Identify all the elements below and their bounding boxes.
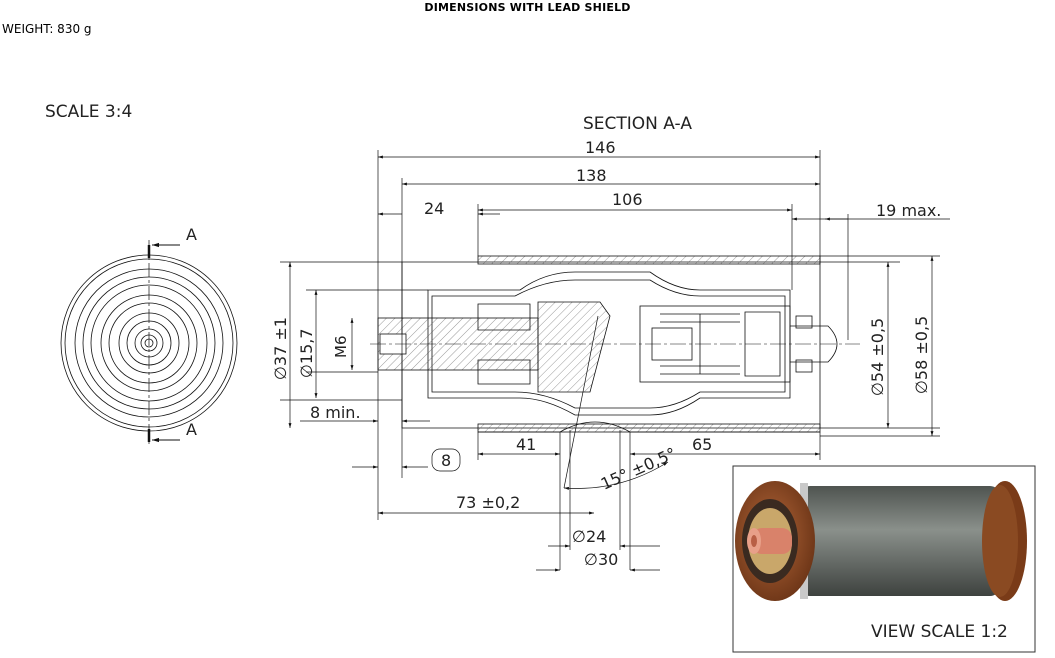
dim-138: 138 (576, 166, 607, 185)
dim-dia-54: ∅54 ±0,5 (868, 318, 887, 396)
dim-106: 106 (612, 190, 643, 209)
inset-view (732, 465, 1036, 653)
section-view (370, 255, 860, 433)
end-view (60, 240, 238, 446)
weight-label: WEIGHT: 830 g (2, 22, 92, 36)
scale-label: SCALE 3:4 (45, 102, 132, 122)
dim-8-min: 8 min. (310, 403, 361, 422)
dim-dia-30: ∅30 (584, 550, 618, 569)
dimension-lines (280, 150, 950, 572)
section-marker-bottom: A (186, 420, 197, 439)
dim-dia-15-7: ∅15,7 (297, 328, 316, 378)
dim-angle: 15° ±0,5° (598, 444, 679, 494)
dim-dia-37: ∅37 ±1 (271, 317, 290, 380)
dim-8-ref: 8 (441, 451, 451, 470)
dim-65: 65 (692, 435, 712, 454)
inset-label: VIEW SCALE 1:2 (871, 622, 1008, 642)
dim-24: 24 (424, 199, 444, 218)
dim-m6: M6 (332, 336, 350, 359)
section-label: SECTION A-A (583, 114, 692, 134)
page-title: DIMENSIONS WITH LEAD SHIELD (424, 1, 631, 14)
dim-dia-24: ∅24 (572, 527, 606, 546)
dim-146: 146 (585, 138, 616, 157)
dim-41: 41 (516, 435, 536, 454)
dim-73: 73 ±0,2 (456, 493, 520, 512)
dim-19-max: 19 max. (876, 201, 941, 220)
dim-dia-58: ∅58 ±0,5 (912, 316, 931, 394)
section-marker-top: A (186, 225, 197, 244)
